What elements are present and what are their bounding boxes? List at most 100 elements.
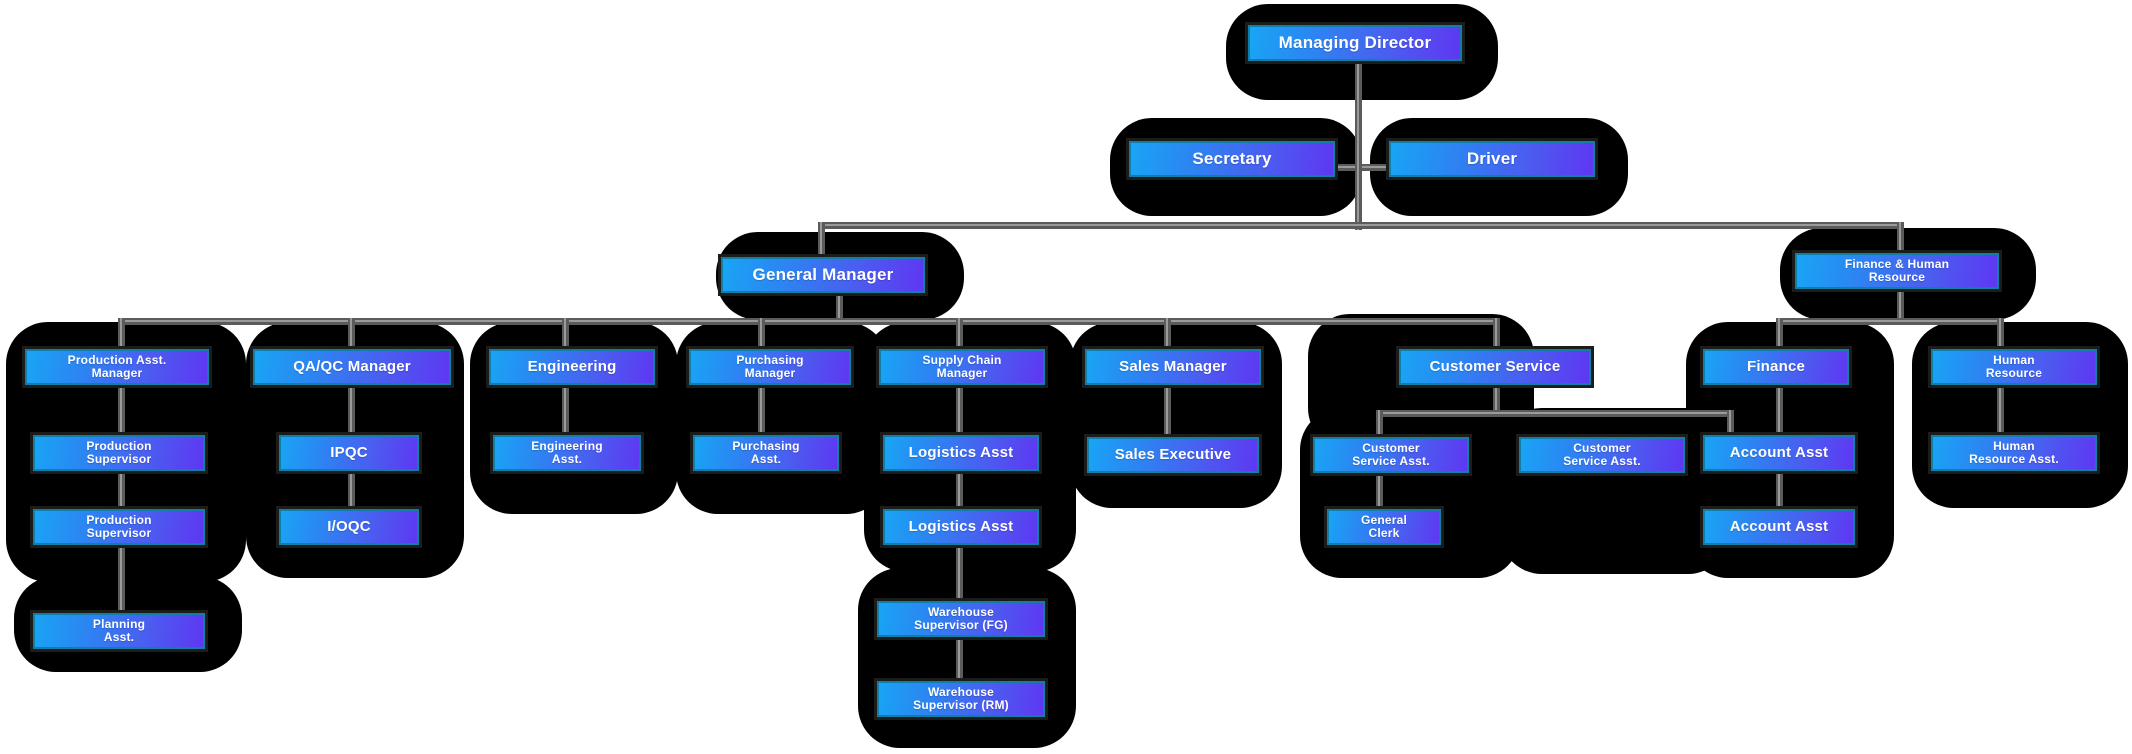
node-label-secretary: Secretary	[1192, 148, 1272, 168]
connector-finance-chain-1	[1776, 386, 1783, 438]
connector-level3-bus	[818, 222, 1904, 229]
node-label-sales-executive: Sales Executive	[1114, 445, 1232, 463]
connector-bus-to-gm	[818, 222, 825, 258]
node-ioqc[interactable]: I/OQC	[276, 506, 422, 548]
node-ipqc[interactable]: IPQC	[276, 432, 422, 474]
connector-drop-supplychain	[956, 318, 963, 348]
node-production-supervisor-1[interactable]: Production Supervisor	[30, 432, 208, 474]
node-purchasing-manager[interactable]: Purchasing Manager	[686, 346, 854, 388]
node-production-supervisor-2[interactable]: Production Supervisor	[30, 506, 208, 548]
node-label-customer-service-asst-left: Customer Service Asst.	[1352, 441, 1430, 468]
node-logistics-asst-1[interactable]: Logistics Asst	[880, 432, 1042, 474]
connector-hr-chain-1	[1997, 386, 2004, 438]
connector-qaqc-chain-2	[348, 460, 355, 512]
connector-drop-sales	[1164, 318, 1171, 348]
node-managing-director[interactable]: Managing Director	[1245, 22, 1465, 64]
connector-drop-hr	[1997, 318, 2004, 348]
node-label-planning-asst: Planning Asst.	[92, 617, 146, 644]
node-human-resource[interactable]: Human Resource	[1928, 346, 2100, 388]
connector-drop-customerservice	[1493, 318, 1500, 348]
node-account-asst-2[interactable]: Account Asst	[1700, 506, 1858, 548]
node-label-qaqc-manager: QA/QC Manager	[293, 357, 411, 375]
connector-bus-to-financehr	[1897, 222, 1904, 258]
node-label-supply-chain-manager: Supply Chain Manager	[922, 353, 1002, 380]
node-finance-human-resource[interactable]: Finance & Human Resource	[1792, 250, 2002, 292]
node-general-clerk[interactable]: General Clerk	[1324, 506, 1444, 548]
connector-cs-asst-to-general-clerk	[1376, 470, 1383, 514]
node-label-purchasing-asst: Purchasing Asst.	[732, 439, 800, 466]
connector-purchasing-chain-1	[758, 386, 765, 438]
node-purchasing-asst[interactable]: Purchasing Asst.	[690, 432, 842, 474]
connector-financehr-down	[1897, 292, 1904, 322]
node-production-asst-manager[interactable]: Production Asst. Manager	[22, 346, 212, 388]
node-secretary[interactable]: Secretary	[1126, 138, 1338, 180]
node-sales-executive[interactable]: Sales Executive	[1084, 434, 1262, 476]
node-label-customer-service-asst-right: Customer Service Asst.	[1563, 441, 1641, 468]
connector-drop-engineering	[562, 318, 569, 348]
node-label-production-supervisor-2: Production Supervisor	[86, 513, 152, 540]
node-warehouse-supervisor-fg[interactable]: Warehouse Supervisor (FG)	[874, 598, 1048, 640]
node-driver[interactable]: Driver	[1386, 138, 1598, 180]
node-label-human-resource-asst: Human Resource Asst.	[1969, 439, 2059, 466]
node-customer-service-asst-left[interactable]: Customer Service Asst.	[1310, 434, 1472, 476]
connector-drop-cs-asst-left	[1376, 410, 1383, 440]
connector-sales-chain-1	[1164, 386, 1171, 440]
connector-drop-finance	[1776, 318, 1783, 348]
connector-drop-cs-asst-right	[1727, 410, 1734, 440]
connector-supplychain-chain-3	[956, 534, 963, 602]
node-finance[interactable]: Finance	[1700, 346, 1852, 388]
node-label-production-supervisor-1: Production Supervisor	[86, 439, 152, 466]
connector-drop-purchasing	[758, 318, 765, 348]
connector-production-chain-2	[118, 460, 125, 512]
node-label-logistics-asst-2: Logistics Asst	[908, 517, 1014, 535]
connector-qaqc-chain-1	[348, 386, 355, 438]
node-account-asst-1[interactable]: Account Asst	[1700, 432, 1858, 474]
node-sales-manager[interactable]: Sales Manager	[1082, 346, 1264, 388]
connector-gm-down	[836, 296, 843, 322]
node-customer-service-asst-right[interactable]: Customer Service Asst.	[1516, 434, 1688, 476]
node-label-driver: Driver	[1466, 148, 1518, 168]
connector-drop-qaqc	[348, 318, 355, 348]
node-label-sales-manager: Sales Manager	[1119, 357, 1227, 375]
node-label-purchasing-manager: Purchasing Manager	[736, 353, 804, 380]
connector-supplychain-chain-2	[956, 460, 963, 512]
node-engineering-asst[interactable]: Engineering Asst.	[490, 432, 644, 474]
connector-level4-bus	[118, 318, 1500, 325]
node-label-warehouse-supervisor-fg: Warehouse Supervisor (FG)	[914, 605, 1008, 632]
node-label-ioqc: I/OQC	[327, 517, 371, 535]
node-label-warehouse-supervisor-rm: Warehouse Supervisor (RM)	[913, 685, 1009, 712]
node-label-account-asst-1: Account Asst	[1729, 443, 1829, 461]
node-label-production-asst-manager: Production Asst. Manager	[67, 353, 167, 380]
connector-finance-hr-bus	[1776, 318, 2004, 325]
connector-production-chain-1	[118, 386, 125, 438]
connector-cs-down	[1493, 386, 1500, 416]
node-logistics-asst-2[interactable]: Logistics Asst	[880, 506, 1042, 548]
connector-drop-production	[118, 318, 125, 348]
node-label-logistics-asst-1: Logistics Asst	[908, 443, 1014, 461]
node-supply-chain-manager[interactable]: Supply Chain Manager	[876, 346, 1048, 388]
node-engineering[interactable]: Engineering	[486, 346, 658, 388]
node-warehouse-supervisor-rm[interactable]: Warehouse Supervisor (RM)	[874, 678, 1048, 720]
node-customer-service[interactable]: Customer Service	[1396, 346, 1594, 388]
halo-warehouse-branch	[858, 568, 1076, 748]
node-qaqc-manager[interactable]: QA/QC Manager	[250, 346, 454, 388]
connector-md-trunk	[1355, 62, 1362, 230]
node-planning-asst[interactable]: Planning Asst.	[30, 610, 208, 652]
node-label-human-resource: Human Resource	[1985, 353, 2043, 380]
node-label-engineering: Engineering	[527, 357, 617, 375]
connector-production-chain-3	[118, 534, 125, 616]
connector-supplychain-chain-1	[956, 386, 963, 438]
connector-supplychain-chain-4	[956, 640, 963, 682]
node-label-general-manager: General Manager	[752, 264, 894, 284]
node-label-finance-human-resource: Finance & Human Resource	[1844, 257, 1950, 284]
connector-cs-bus	[1376, 410, 1734, 417]
connector-engineering-chain-1	[562, 386, 569, 438]
node-label-customer-service: Customer Service	[1429, 357, 1561, 375]
node-general-manager[interactable]: General Manager	[718, 254, 928, 296]
node-label-finance: Finance	[1746, 357, 1806, 375]
node-label-managing-director: Managing Director	[1278, 32, 1432, 52]
node-label-engineering-asst: Engineering Asst.	[531, 439, 603, 466]
connector-finance-chain-2	[1776, 460, 1783, 512]
node-human-resource-asst[interactable]: Human Resource Asst.	[1928, 432, 2100, 474]
